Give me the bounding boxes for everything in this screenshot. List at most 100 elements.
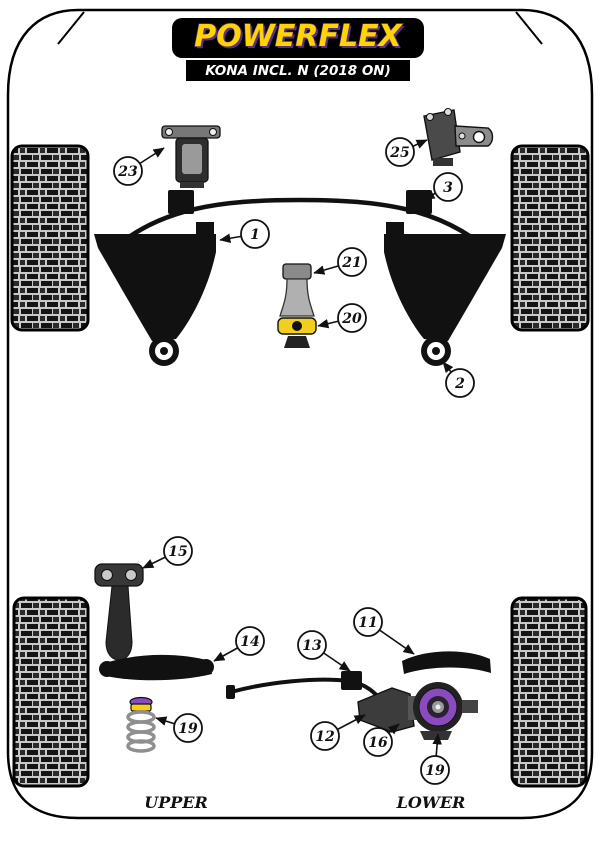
callout-12-circle [310, 721, 340, 751]
front-arm-right-bush-center [432, 347, 440, 355]
callout-1-number: 1 [250, 227, 260, 243]
callout-19-diff-number: 19 [425, 763, 445, 779]
model-text: KONA INCL. N (2018 ON) [205, 63, 391, 79]
callout-1: 1 [219, 219, 270, 249]
spring-coil-4 [126, 739, 156, 753]
torque-mount-top-bush [282, 263, 312, 280]
callout-2-number: 2 [454, 376, 465, 392]
callout-15: 15 [142, 536, 193, 569]
engine-mount-right-bolt-top-right [444, 108, 452, 116]
rear-lower-arm [99, 654, 214, 681]
model-banner-background [186, 60, 410, 81]
callout-14-number: 14 [240, 634, 259, 650]
rear-spring-assembly [126, 696, 156, 753]
callout-19-diff-circle [420, 755, 450, 785]
engine-mount-left-bolt-right [209, 128, 217, 136]
callout-2: 2 [442, 361, 475, 398]
engine-mount-left-inner [182, 144, 202, 174]
callout-3: 3 [423, 172, 463, 202]
rear-upper-link [94, 563, 144, 661]
engine-mount-right-bolt-top-left [426, 113, 434, 121]
callout-21: 21 [313, 247, 367, 277]
rear-link-bolt-right [125, 569, 137, 581]
engine-mount-left-foot [180, 182, 204, 188]
front-anti-roll-bar [110, 197, 490, 252]
diff-bottom-bracket [420, 731, 452, 740]
diff-bush-bolt [435, 704, 441, 710]
callout-25: 25 [385, 137, 428, 167]
callout-12: 12 [310, 714, 366, 751]
callout-2-circle [445, 368, 475, 398]
callout-12-number: 12 [315, 729, 335, 745]
engine-mount-right [423, 108, 494, 166]
engine-mount-right-arm-bolt [458, 132, 466, 140]
callout-19-diff: 19 [420, 733, 450, 785]
model-banner: KONA INCL. N (2018 ON) [186, 60, 410, 81]
windshield-corner-line-left [57, 11, 85, 45]
front-control-arm-right [384, 222, 506, 366]
callout-13-number: 13 [302, 638, 322, 654]
engine-mount-left-bolt-left [165, 128, 173, 136]
rear-lower-arm-end-right [198, 659, 214, 675]
callout-11: 11 [353, 607, 415, 655]
callout-23-circle [113, 156, 143, 186]
callout-21-circle [337, 247, 367, 277]
callout-23: 23 [113, 147, 165, 186]
lower-torque-mount [277, 263, 317, 348]
tire-rear-right [510, 596, 588, 788]
rear-upper-arm [402, 651, 491, 674]
callout-13: 13 [297, 630, 351, 672]
callout-19-spring-circle [173, 713, 203, 743]
diff-right-stub [462, 700, 478, 713]
label-upper: UPPER [144, 793, 208, 812]
callout-21-number: 21 [341, 255, 361, 271]
front-arm-left-tab [196, 222, 214, 234]
rear-diff-mount [357, 682, 478, 740]
car-body-outline [6, 8, 594, 820]
callout-20-number: 20 [341, 311, 362, 327]
callout-11-circle [353, 607, 383, 637]
callout-16: 16 [363, 723, 400, 757]
tire-front-right [510, 144, 590, 332]
callout-11-number: 11 [358, 615, 377, 631]
front-arm-right-body [384, 234, 506, 341]
callout-16-number: 16 [368, 735, 388, 751]
callout-19-spring-number: 19 [178, 721, 198, 737]
callout-25-number: 25 [389, 145, 409, 161]
callout-23-number: 23 [117, 164, 138, 180]
rear-link-bolt-left [101, 569, 113, 581]
engine-mount-left [161, 125, 221, 188]
callout-3-circle [433, 172, 463, 202]
callout-1-circle [240, 219, 270, 249]
callout-15-number: 15 [168, 544, 187, 560]
rear-arb-end-link [226, 685, 235, 699]
front-arb-bush-left [168, 190, 194, 214]
torque-mount-body [279, 278, 315, 317]
front-control-arm-left [94, 222, 216, 366]
rear-arb-bush [341, 671, 362, 690]
rear-lower-arm-end-left [99, 661, 115, 677]
brand-text-shadow: POWERFLEX [196, 21, 405, 56]
tire-rear-left [12, 596, 90, 788]
callout-20: 20 [317, 303, 367, 333]
powerflex-logo: POWERFLEX POWERFLEX [172, 18, 424, 58]
engine-mount-right-foot [433, 158, 453, 166]
tire-front-left [10, 144, 90, 332]
front-arm-right-tab [386, 222, 404, 234]
callout-25-circle [385, 137, 415, 167]
spring-isolator-yellow-band [130, 703, 152, 712]
callout-20-circle [337, 303, 367, 333]
front-arm-left-bush-center [160, 347, 168, 355]
rear-lower-arm-body [102, 654, 212, 681]
brand-text: POWERFLEX [194, 19, 403, 54]
logo-background [172, 18, 424, 58]
callout-14-circle [235, 626, 265, 656]
engine-mount-right-arm-hole [472, 130, 486, 144]
torque-mount-bolt [292, 321, 302, 331]
callout-15-circle [163, 536, 193, 566]
label-lower: LOWER [396, 793, 466, 812]
torque-mount-bracket [284, 336, 310, 348]
callout-16-circle [363, 727, 393, 757]
